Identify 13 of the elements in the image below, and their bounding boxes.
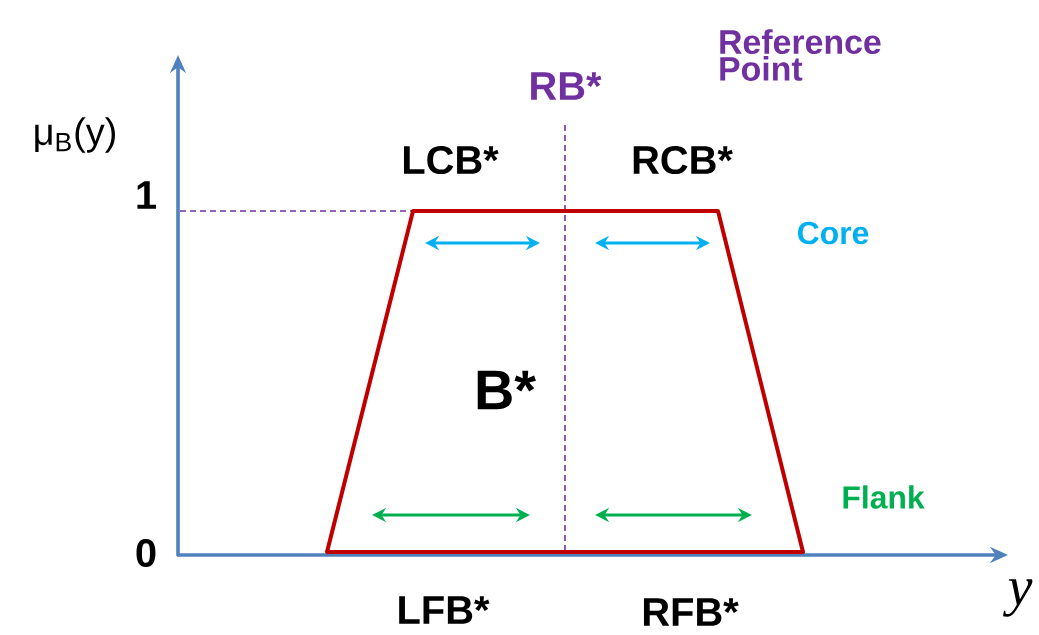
part-label: RCB* — [633, 145, 733, 175]
region-label: Core — [798, 221, 869, 245]
reference-label: Reference Point — [720, 29, 881, 81]
part-label: RFB* — [643, 598, 739, 626]
axis-label: μ$_{B}$(y) — [35, 117, 115, 153]
axis-label: y — [1002, 579, 1033, 617]
reference-label: RB* — [531, 72, 602, 100]
tick-label: 1 — [137, 181, 156, 209]
tick-label: 0 — [136, 538, 156, 568]
part-label: LCB* — [403, 145, 499, 175]
region-label: Flank — [843, 485, 925, 509]
set-label: B* — [477, 370, 536, 410]
part-label: LFB* — [399, 596, 490, 624]
